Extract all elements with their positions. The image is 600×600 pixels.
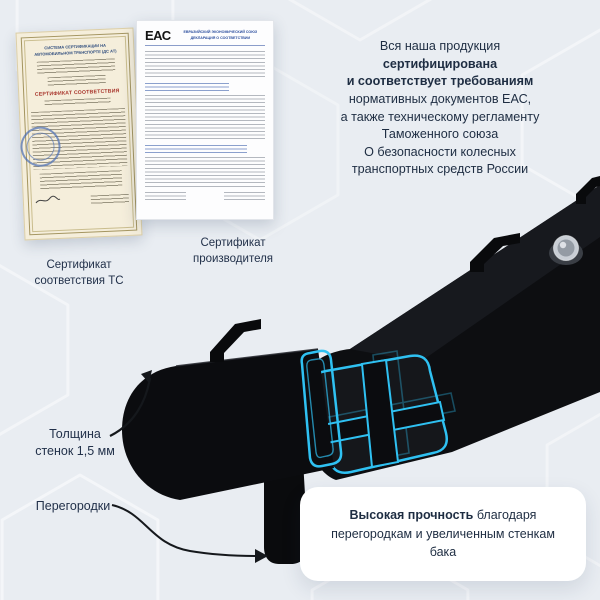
tank-rear-section — [302, 185, 600, 480]
certificate-ts-caption-line1: Сертификат — [46, 259, 112, 271]
certificate-text-lines — [39, 169, 123, 190]
certificate-mfr-caption-line1: Сертификат — [200, 237, 266, 249]
headline-line: нормативных документов ЕАС, — [348, 91, 532, 106]
certificate-text-lines — [145, 157, 265, 187]
strength-callout-text: Высокая прочность благодаря перегородкам… — [320, 506, 566, 562]
tank-top-face — [350, 185, 600, 362]
divider — [145, 45, 265, 46]
certificate-signature-row — [35, 190, 130, 206]
certificate-text-lines — [90, 193, 130, 205]
mounting-bracket-middle — [470, 233, 520, 272]
wall-thickness-arrow — [109, 377, 152, 437]
certificate-ts-caption: Сертификат соответствия ТС — [18, 258, 140, 289]
certificate-ts-header: СИСТЕМА СЕРТИФИКАЦИИ НА АВТОМОБИЛЬНОМ ТР… — [34, 42, 117, 57]
certificate-text-lines — [145, 95, 265, 141]
certificate-mfr-caption-line2: производителя — [192, 252, 274, 265]
wall-thickness-arrowhead — [141, 370, 152, 383]
certificate-ts: СИСТЕМА СЕРТИФИКАЦИИ НА АВТОМОБИЛЬНОМ ТР… — [15, 27, 143, 241]
wall-thickness-label: Толщина стенок 1,5 мм — [22, 426, 128, 459]
strength-callout-rest: благодаря перегородкам и увеличенным сте… — [331, 507, 555, 560]
baffles-arrowhead — [255, 549, 268, 563]
certificate-mfr-head: ЕАС ЕВРАЗИЙСКИЙ ЭКОНОМИЧЕСКИЙ СОЮЗ ДЕКЛА… — [145, 29, 265, 42]
certificate-ts-title: СЕРТИФИКАТ СООТВЕТСТВИЯ — [34, 87, 120, 98]
headline-line: сертифицирована — [382, 56, 498, 71]
headline-line: О безопасности колесных — [364, 144, 516, 159]
certificate-ts-content: СИСТЕМА СЕРТИФИКАЦИИ НА АВТОМОБИЛЬНОМ ТР… — [28, 40, 130, 228]
certificate-text-lines — [145, 192, 186, 203]
certificate-text-lines — [145, 51, 265, 79]
baffles-label: Перегородки — [35, 499, 111, 513]
certificate-manufacturer: ЕАС ЕВРАЗИЙСКИЙ ЭКОНОМИЧЕСКИЙ СОЮЗ ДЕКЛА… — [136, 20, 274, 220]
headline-line: Таможенного союза — [381, 127, 499, 142]
certificate-ts-caption-line2: соответствия ТС — [34, 274, 124, 287]
certificate-mfr-caption: Сертификат производителя — [170, 236, 296, 267]
strength-callout-bold: Высокая прочность — [349, 507, 474, 522]
wall-thickness-label-line2: стенок 1,5 мм — [35, 443, 115, 458]
headline-line: транспортных средств России — [351, 162, 529, 177]
strength-callout: Высокая прочность благодаря перегородкам… — [300, 487, 586, 581]
certificate-mfr-header-line1: ЕВРАЗИЙСКИЙ ЭКОНОМИЧЕСКИЙ СОЮЗ — [183, 30, 258, 35]
headline-line: а также техническому регламенту — [340, 109, 540, 124]
headline: Вся наша продукция сертифицирована и соо… — [292, 38, 588, 179]
certificate-mfr-content: ЕАС ЕВРАЗИЙСКИЙ ЭКОНОМИЧЕСКИЙ СОЮЗ ДЕКЛА… — [145, 29, 265, 211]
certificate-text-lines — [145, 145, 247, 153]
headline-line: и соответствует требованиям — [346, 74, 534, 89]
baffles-pointer-line — [111, 504, 259, 557]
certificate-text-lines — [37, 57, 115, 75]
wall-thickness-outline-inner — [306, 358, 334, 459]
certificate-text-lines — [47, 74, 106, 86]
eac-logo: ЕАС — [145, 28, 171, 43]
signature-scribble — [35, 195, 61, 203]
wall-thickness-outline-outer — [300, 349, 343, 468]
certificate-text-lines — [224, 192, 265, 203]
certificate-mfr-header-line2: ДЕКЛАРАЦИЯ О СООТВЕТСТВИИ — [190, 35, 251, 40]
certificate-text-lines — [145, 83, 229, 91]
annotation-arrows — [109, 370, 268, 563]
mounting-brackets — [210, 176, 600, 362]
tank-front-body — [122, 349, 334, 500]
fuel-cap — [549, 235, 583, 265]
certificate-mfr-header: ЕВРАЗИЙСКИЙ ЭКОНОМИЧЕСКИЙ СОЮЗ ДЕКЛАРАЦИ… — [176, 30, 265, 41]
mounting-bracket-front — [210, 319, 261, 362]
mounting-bracket-rear — [576, 176, 600, 204]
headline-line: Вся наша продукция — [379, 39, 501, 53]
tank-front-section — [122, 348, 343, 500]
wall-thickness-label-line1: Толщина — [49, 427, 101, 441]
tank-front-top-highlight — [175, 348, 319, 367]
certificate-text-lines — [44, 97, 111, 107]
